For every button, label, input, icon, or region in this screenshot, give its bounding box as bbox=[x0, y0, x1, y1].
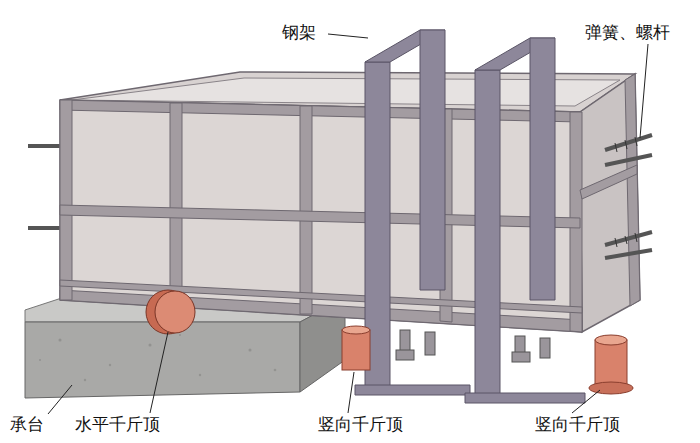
part-label: 水平千斤顶 bbox=[75, 414, 160, 434]
part-label: 弹簧、螺杆 bbox=[585, 22, 670, 42]
part-label: 竖向千斤顶 bbox=[535, 414, 620, 434]
part-label: 竖向千斤顶 bbox=[318, 414, 403, 434]
part-label: 承台 bbox=[10, 414, 44, 434]
part-label: 钢架 bbox=[282, 22, 316, 42]
